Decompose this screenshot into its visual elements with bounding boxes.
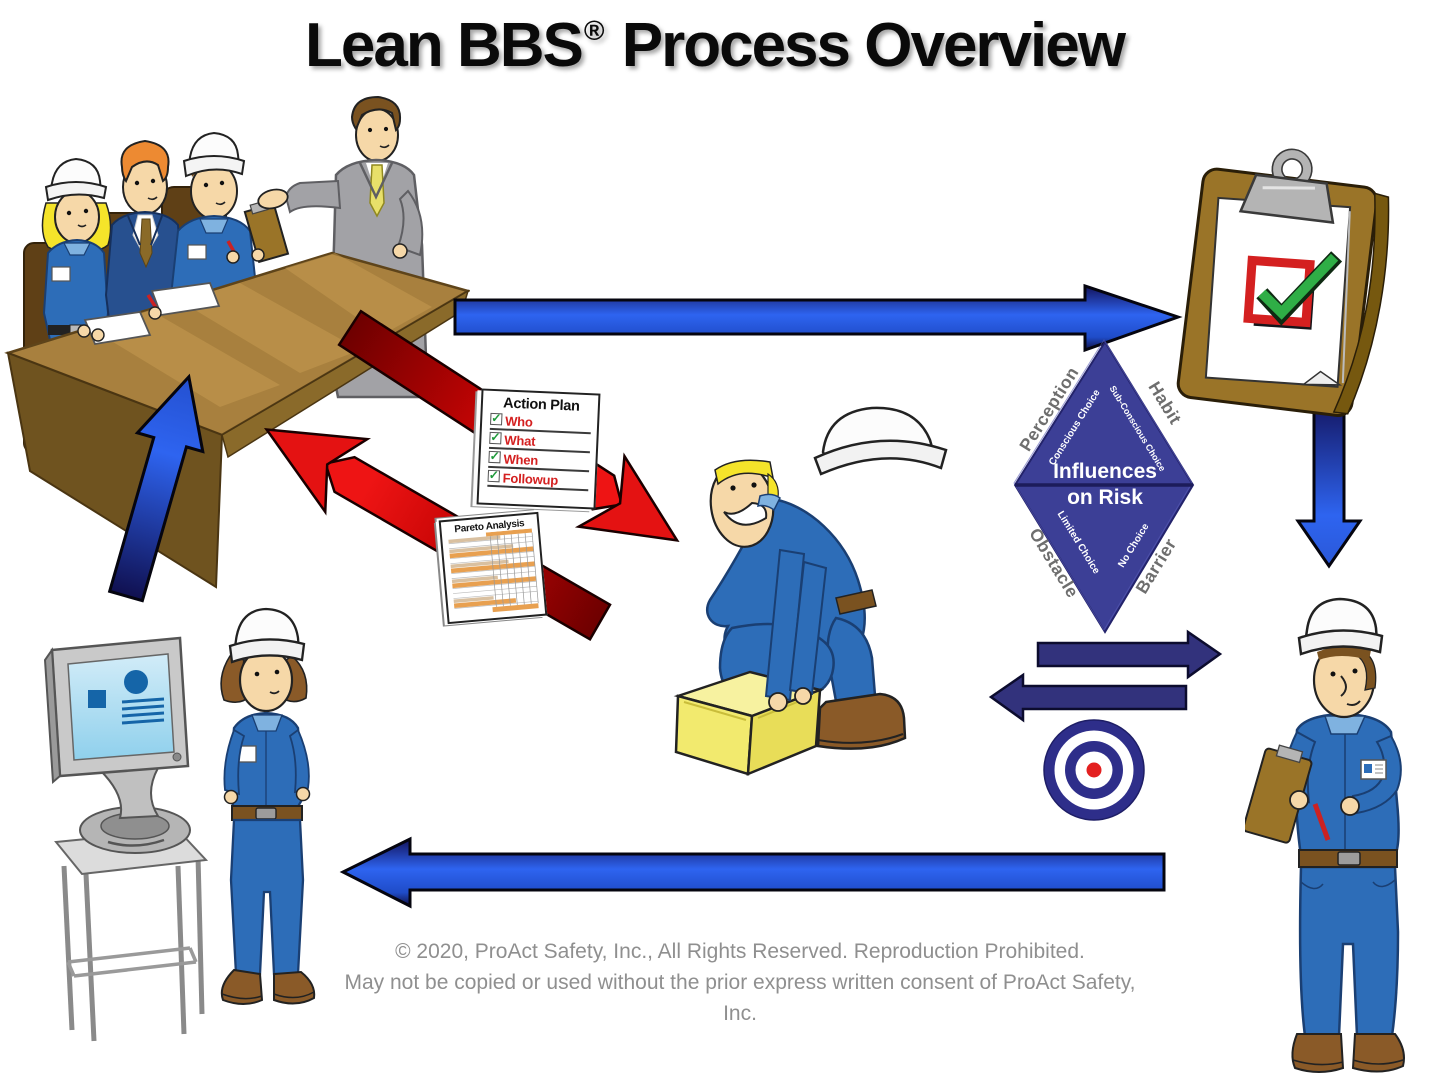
pareto-analysis-card: Pareto Analysis: [438, 511, 548, 625]
team-member-woman: [41, 157, 112, 341]
action-plan-row: ✓ What: [488, 429, 591, 454]
arrow-diamond-to-observer: [1036, 629, 1223, 680]
page-title: Lean BBS® Process Overview: [0, 10, 1429, 81]
diamond-center-line2: on Risk: [1067, 486, 1143, 509]
diamond-center-line1: Influences: [1053, 460, 1157, 483]
held-clipboard: [243, 200, 290, 264]
clipboard-check-icon: [1150, 142, 1400, 432]
meeting-table: [4, 251, 470, 589]
worker-lifting-box-illustration: [640, 400, 960, 780]
action-plan-card: Action Plan ✓ Who ✓ What ✓ When ✓ Follow…: [476, 388, 601, 510]
data-entry-computer-illustration: [38, 598, 228, 1043]
action-plan-row: ✓ Followup: [487, 467, 589, 492]
observer-clipboard: [1245, 744, 1313, 844]
action-plan-row: ✓ When: [488, 448, 590, 473]
data-entry-worker-illustration: [200, 600, 340, 1042]
registered-trademark-symbol: ®: [583, 15, 605, 46]
arrow-entry-to-meeting: [107, 373, 205, 603]
green-checkbox-icon: ✓: [490, 410, 503, 425]
title-prefix: Lean BBS: [305, 11, 584, 80]
green-checkbox-icon: ✓: [487, 467, 501, 482]
meeting-papers: [77, 282, 221, 346]
arrow-observer-to-entry: [339, 836, 1166, 909]
influences-diamond: Perception Habit Obstacle Barrier Consci…: [1002, 336, 1202, 636]
arrow-checklist-to-observer: [1295, 395, 1363, 569]
pareto-table-graphic: [448, 528, 539, 613]
title-suffix: Process Overview: [621, 11, 1126, 80]
meeting-illustration: [0, 95, 470, 595]
green-checkbox-icon: ✓: [488, 448, 501, 463]
footer-copyright: © 2020, ProAct Safety, Inc., All Rights …: [335, 936, 1145, 1029]
green-checkbox-icon: ✓: [489, 429, 502, 444]
action-plan-title: Action Plan: [502, 395, 580, 415]
copyright-line2: May not be copied or used without the pr…: [344, 971, 1136, 1025]
action-plan-row: ✓ Who: [489, 410, 592, 435]
team-member-hardhat: [168, 131, 290, 334]
arrow-meeting-to-checklist: [453, 283, 1183, 353]
bullseye-target-icon: [1040, 716, 1148, 824]
copyright-line1: © 2020, ProAct Safety, Inc., All Rights …: [395, 940, 1085, 963]
arrow-observer-to-diamond: [988, 672, 1188, 723]
observer-illustration: [1245, 592, 1429, 1080]
